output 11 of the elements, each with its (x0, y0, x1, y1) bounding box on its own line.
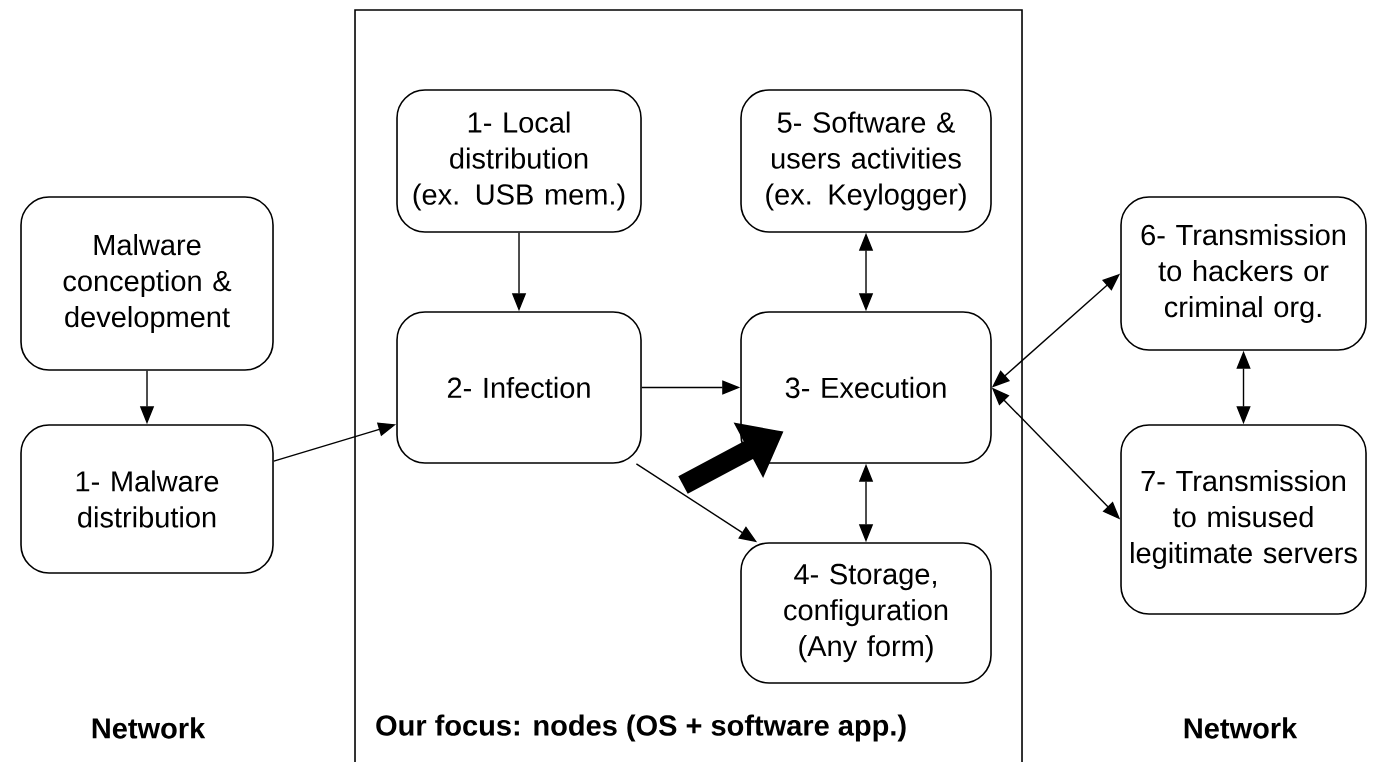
process-box: 2- Infection (396, 311, 642, 464)
process-box: 3- Execution (740, 311, 992, 464)
process-box: 7- Transmission to misused legitimate servers (1120, 424, 1367, 615)
process-box: 5- Software & users activities (ex. Keylogger) (740, 89, 992, 233)
process-box: 4- Storage, configuration (Any form) (740, 542, 992, 684)
process-box: 1- Local distribution (ex. USB mem.) (396, 89, 642, 233)
region-label: Network (1184, 717, 1298, 739)
region-label: Network (92, 717, 206, 739)
process-box: 1- Malware distribution (20, 424, 274, 574)
process-box: Malware conception & development (20, 196, 274, 371)
process-box: 6- Transmission to hackers or criminal org. (1120, 196, 1367, 351)
